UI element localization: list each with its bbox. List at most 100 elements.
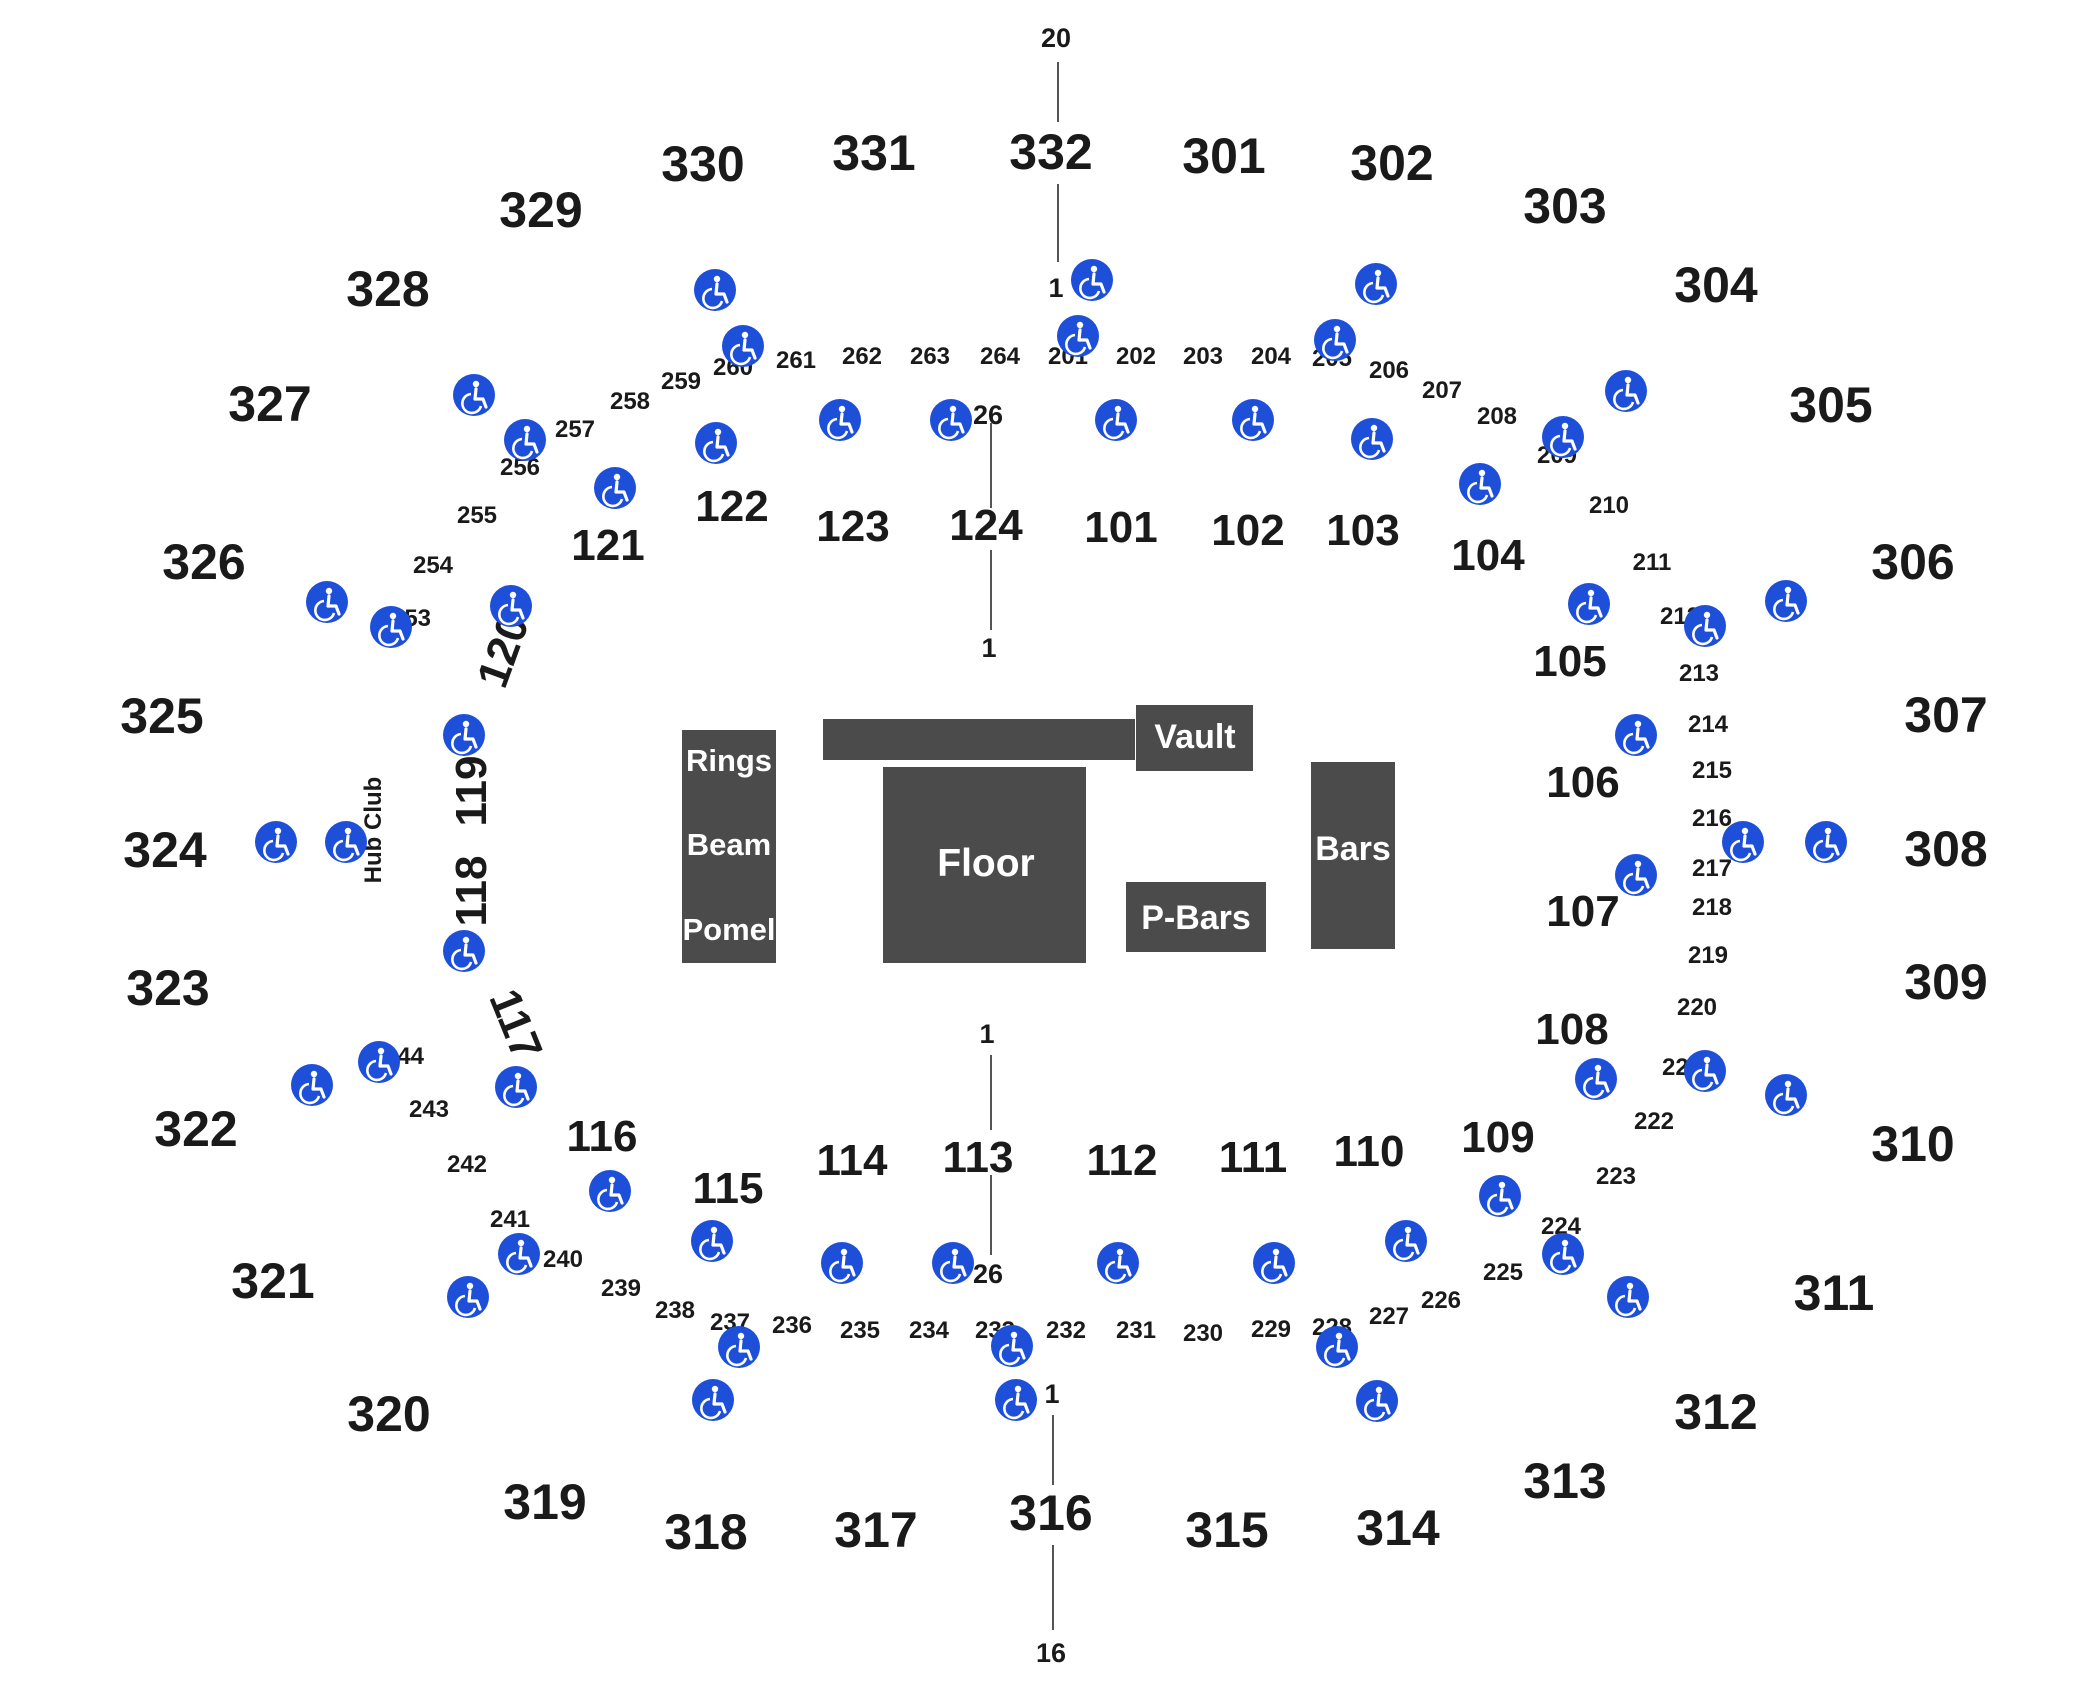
section-229[interactable]: 229	[1251, 1316, 1291, 1343]
wheelchair-icon[interactable]	[692, 267, 738, 313]
section-232[interactable]: 232	[1046, 1317, 1086, 1344]
section-243[interactable]: 243	[409, 1096, 449, 1123]
wheelchair-icon[interactable]	[441, 928, 487, 974]
wheelchair-icon[interactable]	[1682, 603, 1728, 649]
wheelchair-icon[interactable]	[1477, 1173, 1523, 1219]
section-238[interactable]: 238	[655, 1297, 695, 1324]
section-240[interactable]: 240	[543, 1246, 583, 1273]
section-124[interactable]: 124	[949, 501, 1023, 550]
wheelchair-icon[interactable]	[1349, 416, 1395, 462]
section-112[interactable]: 112	[1087, 1136, 1158, 1185]
section-110[interactable]: 110	[1334, 1127, 1405, 1176]
wheelchair-icon[interactable]	[693, 420, 739, 466]
wheelchair-icon[interactable]	[928, 397, 974, 443]
section-214[interactable]: 214	[1688, 711, 1729, 738]
wheelchair-icon[interactable]	[1613, 712, 1659, 758]
wheelchair-icon[interactable]	[253, 819, 299, 865]
wheelchair-icon[interactable]	[304, 579, 350, 625]
wheelchair-icon[interactable]	[445, 1274, 491, 1320]
section-227[interactable]: 227	[1369, 1303, 1409, 1330]
section-318[interactable]: 318	[664, 1504, 747, 1560]
section-305[interactable]: 305	[1789, 377, 1872, 433]
apparatus-bars[interactable]	[1311, 762, 1395, 949]
wheelchair-icon[interactable]	[819, 1240, 865, 1286]
section-114[interactable]: 114	[817, 1136, 889, 1185]
section-219[interactable]: 219	[1688, 942, 1728, 969]
wheelchair-icon[interactable]	[690, 1377, 736, 1423]
wheelchair-icon[interactable]	[1540, 414, 1586, 460]
wheelchair-icon[interactable]	[502, 417, 548, 463]
section-106[interactable]: 106	[1546, 758, 1619, 807]
section-230[interactable]: 230	[1183, 1320, 1223, 1347]
wheelchair-icon[interactable]	[451, 372, 497, 418]
wheelchair-icon[interactable]	[689, 1218, 735, 1264]
wheelchair-icon[interactable]	[1573, 1056, 1619, 1102]
wheelchair-icon[interactable]	[1230, 397, 1276, 443]
apparatus-floor[interactable]	[883, 767, 1086, 963]
wheelchair-icon[interactable]	[1314, 1324, 1360, 1370]
section-317[interactable]: 317	[834, 1502, 917, 1558]
section-315[interactable]: 315	[1185, 1502, 1268, 1558]
wheelchair-icon[interactable]	[1566, 581, 1612, 627]
wheelchair-icon[interactable]	[1457, 461, 1503, 507]
wheelchair-icon[interactable]	[716, 1324, 762, 1370]
section-316[interactable]: 316	[1009, 1485, 1092, 1541]
section-332[interactable]: 332	[1009, 124, 1092, 180]
hub-club-label[interactable]: Hub Club	[360, 777, 387, 884]
section-122[interactable]: 122	[695, 482, 768, 531]
section-203[interactable]: 203	[1183, 343, 1223, 370]
section-241[interactable]: 241	[490, 1206, 530, 1233]
section-254[interactable]: 254	[413, 552, 454, 579]
section-313[interactable]: 313	[1523, 1453, 1606, 1509]
wheelchair-icon[interactable]	[1720, 819, 1766, 865]
section-302[interactable]: 302	[1350, 135, 1433, 191]
section-309[interactable]: 309	[1904, 954, 1987, 1010]
section-236[interactable]: 236	[772, 1312, 812, 1339]
section-117[interactable]: 117	[479, 982, 551, 1066]
section-239[interactable]: 239	[601, 1275, 641, 1302]
section-242[interactable]: 242	[447, 1151, 487, 1178]
wheelchair-icon[interactable]	[496, 1231, 542, 1277]
wheelchair-icon[interactable]	[1251, 1240, 1297, 1286]
wheelchair-icon[interactable]	[1055, 313, 1101, 359]
wheelchair-icon[interactable]	[1093, 397, 1139, 443]
section-109[interactable]: 109	[1461, 1113, 1534, 1162]
section-116[interactable]: 116	[567, 1112, 638, 1161]
section-312[interactable]: 312	[1674, 1384, 1757, 1440]
section-218[interactable]: 218	[1692, 894, 1732, 921]
section-111[interactable]: 111	[1219, 1133, 1288, 1182]
section-257[interactable]: 257	[555, 416, 595, 443]
section-323[interactable]: 323	[126, 960, 209, 1016]
section-310[interactable]: 310	[1871, 1116, 1954, 1172]
wheelchair-icon[interactable]	[592, 465, 638, 511]
section-330[interactable]: 330	[661, 136, 744, 192]
wheelchair-icon[interactable]	[356, 1039, 402, 1085]
section-213[interactable]: 213	[1679, 660, 1719, 687]
wheelchair-icon[interactable]	[930, 1240, 976, 1286]
section-307[interactable]: 307	[1904, 687, 1987, 743]
section-231[interactable]: 231	[1116, 1317, 1156, 1344]
section-226[interactable]: 226	[1421, 1287, 1461, 1314]
section-105[interactable]: 105	[1533, 637, 1606, 686]
section-210[interactable]: 210	[1589, 492, 1629, 519]
wheelchair-icon[interactable]	[1354, 1378, 1400, 1424]
section-258[interactable]: 258	[610, 388, 650, 415]
section-206[interactable]: 206	[1369, 357, 1409, 384]
wheelchair-icon[interactable]	[1312, 317, 1358, 363]
section-322[interactable]: 322	[154, 1101, 237, 1157]
section-259[interactable]: 259	[661, 368, 701, 395]
wheelchair-icon[interactable]	[488, 583, 534, 629]
section-328[interactable]: 328	[346, 261, 429, 317]
section-308[interactable]: 308	[1904, 821, 1987, 877]
section-123[interactable]: 123	[816, 502, 889, 551]
section-327[interactable]: 327	[228, 376, 311, 432]
section-101[interactable]: 101	[1084, 503, 1157, 552]
section-264[interactable]: 264	[980, 343, 1021, 370]
wheelchair-icon[interactable]	[1763, 578, 1809, 624]
section-261[interactable]: 261	[776, 347, 816, 374]
section-303[interactable]: 303	[1523, 178, 1606, 234]
section-202[interactable]: 202	[1116, 343, 1156, 370]
wheelchair-icon[interactable]	[289, 1062, 335, 1108]
section-103[interactable]: 103	[1326, 506, 1399, 555]
section-329[interactable]: 329	[499, 182, 582, 238]
